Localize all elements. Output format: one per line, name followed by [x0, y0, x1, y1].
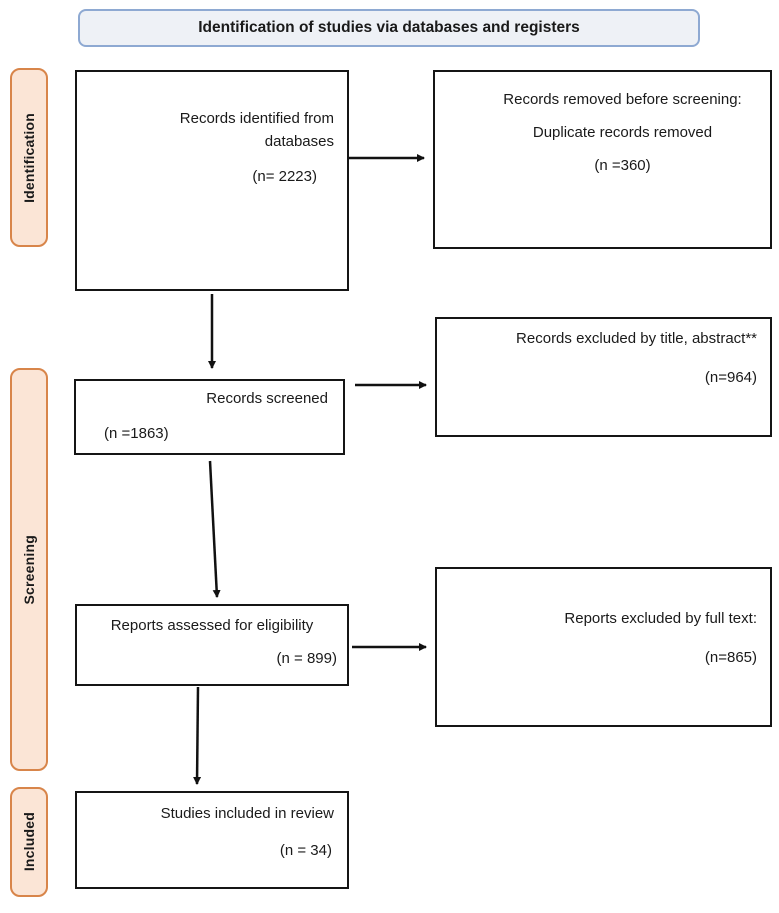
arrow-screened-to-assessed: [208, 460, 221, 598]
stage-label-identification-text: Identification: [21, 112, 37, 203]
box-records-removed-line: Duplicate records removed: [532, 124, 713, 141]
box-reports-excluded-count: (n=865): [704, 649, 757, 666]
arrow-assessed-to-included: [193, 686, 202, 785]
box-records-screened: Records screened (n =1863): [74, 379, 345, 455]
box-reports-assessed: Reports assessed for eligibility (n = 89…: [75, 604, 349, 686]
stage-label-included-text: Included: [21, 812, 37, 872]
box-records-identified-count: (n= 2223): [252, 168, 317, 185]
box-studies-included: Studies included in review (n = 34): [75, 791, 349, 889]
box-studies-included-count: (n = 34): [279, 842, 332, 859]
box-records-removed-count: (n =360): [594, 157, 651, 174]
box-records-identified-line: databases: [264, 133, 334, 150]
box-records-identified: Records identified from databases (n= 22…: [75, 70, 349, 291]
stage-label-identification: Identification: [10, 68, 48, 247]
box-records-removed: Records removed before screening: Duplic…: [433, 70, 772, 249]
box-records-screened-count: (n =1863): [104, 425, 169, 442]
box-studies-included-line: Studies included in review: [160, 805, 334, 822]
box-records-excluded-title-abstract: Records excluded by title, abstract** (n…: [435, 317, 772, 437]
box-records-excluded-count: (n=964): [704, 369, 757, 386]
box-reports-excluded-line: Reports excluded by full text:: [564, 610, 757, 627]
stage-label-included: Included: [10, 787, 48, 897]
box-records-identified-line: Records identified from: [179, 110, 334, 127]
box-records-excluded-line: Records excluded by title, abstract**: [516, 330, 757, 347]
box-reports-assessed-line: Reports assessed for eligibility: [110, 617, 314, 634]
stage-label-screening-text: Screening: [21, 534, 37, 605]
box-reports-excluded-fulltext: Reports excluded by full text: (n=865): [435, 567, 772, 727]
box-reports-assessed-count: (n = 899): [276, 650, 337, 667]
stage-label-screening: Screening: [10, 368, 48, 771]
diagram-title-box: Identification of studies via databases …: [78, 9, 700, 47]
box-records-removed-line: Records removed before screening:: [503, 91, 742, 108]
box-records-screened-line: Records screened: [206, 390, 328, 407]
diagram-title: Identification of studies via databases …: [198, 19, 580, 36]
